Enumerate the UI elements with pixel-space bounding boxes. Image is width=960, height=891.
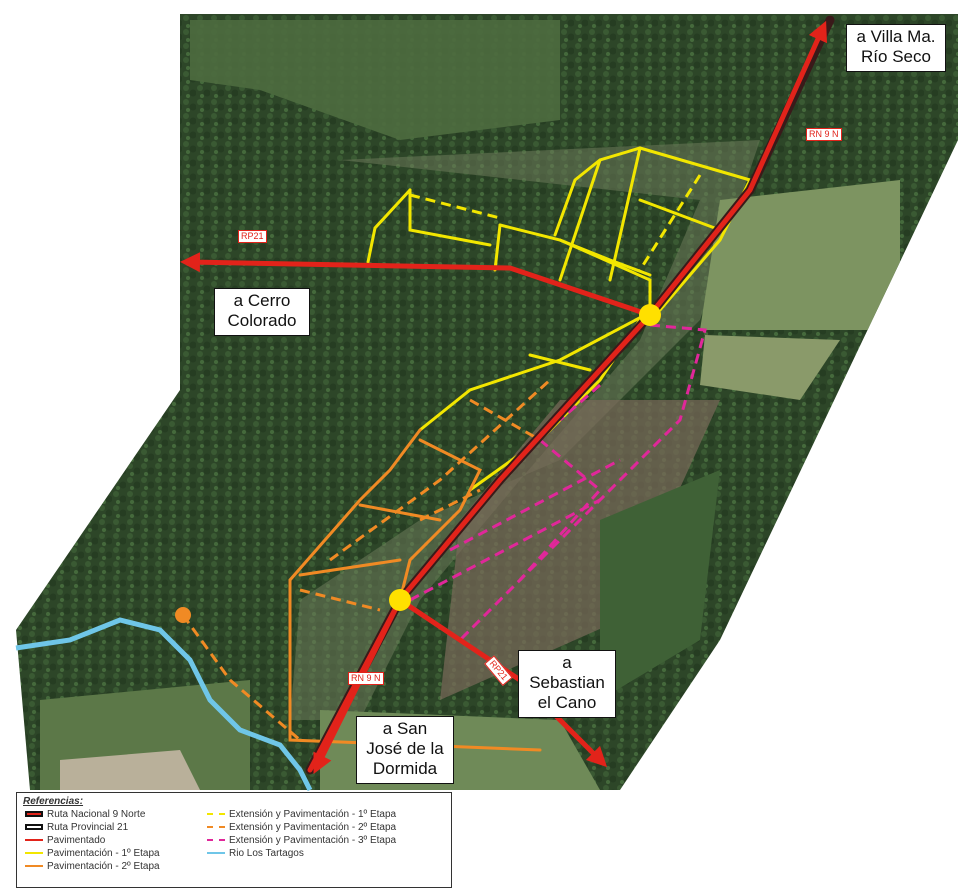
streets-ext-stage1-yellow — [409, 174, 702, 271]
legend-item: Rio Los Tartagos — [207, 848, 304, 860]
legend-item: Ruta Nacional 9 Norte — [25, 809, 145, 821]
legend-item: Ruta Provincial 21 — [25, 822, 128, 834]
orange-endpoint — [175, 607, 191, 623]
label-cerro-colorado: a Cerro Colorado — [214, 288, 310, 336]
map-legend: Referencias: Ruta Nacional 9 Norte Ruta … — [16, 792, 452, 888]
legend-item: Extensión y Pavimentación - 1º Etapa — [207, 809, 396, 821]
streets-ext-stage3-magenta — [409, 323, 707, 642]
label-sebastian: a Sebastian el Cano — [518, 650, 616, 718]
junction-south — [389, 589, 411, 611]
junction-north — [639, 304, 661, 326]
legend-title: Referencias: — [23, 796, 84, 807]
legend-item: Pavimentado — [25, 835, 105, 847]
legend-item: Pavimentación - 2º Etapa — [25, 861, 160, 873]
rp21-west-route — [180, 252, 653, 318]
label-villa-ma: a Villa Ma. Río Seco — [846, 24, 946, 72]
tag-rn9-south: RN 9 N — [348, 672, 384, 685]
tag-rp21-west: RP21 — [238, 230, 267, 243]
legend-item: Pavimentación - 1º Etapa — [25, 848, 160, 860]
legend-item: Extensión y Pavimentación - 2º Etapa — [207, 822, 396, 834]
river-los-tartagos — [15, 617, 313, 792]
label-san-jose: a San José de la Dormida — [356, 716, 454, 784]
legend-item: Extensión y Pavimentación - 3º Etapa — [207, 835, 396, 847]
tag-rn9-north: RN 9 N — [806, 128, 842, 141]
streets-stage1-yellow — [366, 146, 753, 492]
streets-ext-stage2-orange — [181, 378, 552, 742]
